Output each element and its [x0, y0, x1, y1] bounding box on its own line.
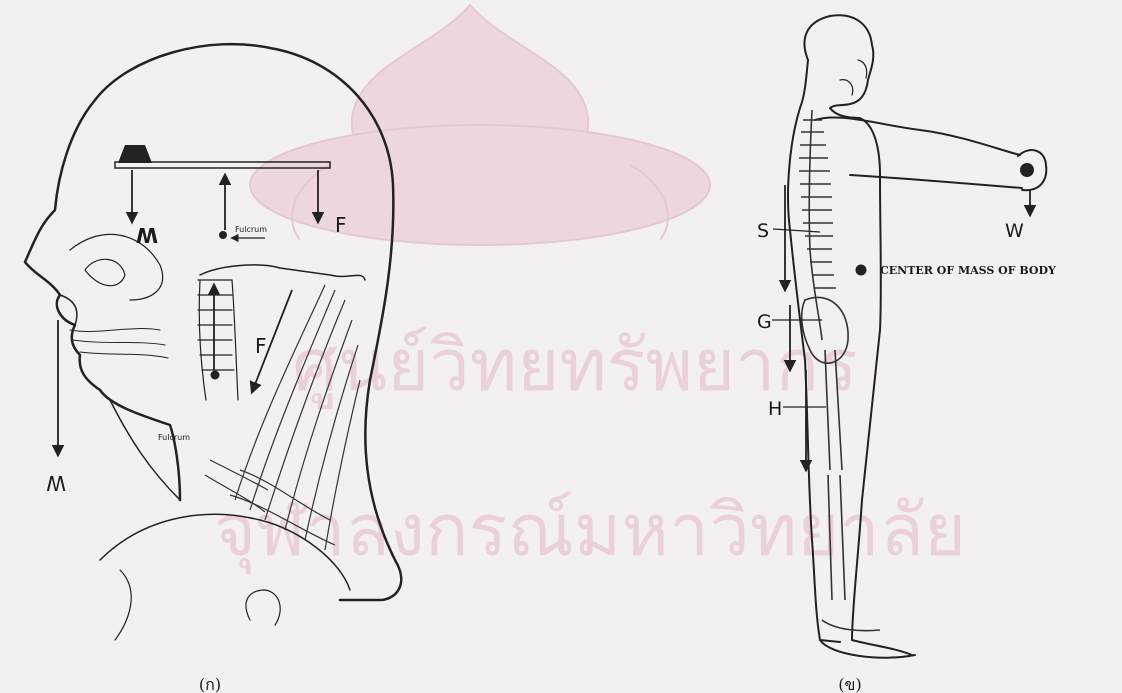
- lever-fulcrum-label: Fulcrum: [235, 225, 267, 234]
- body-head: [804, 15, 873, 108]
- watermark-emblem: [250, 5, 710, 245]
- lever-weight-label: W: [136, 223, 158, 247]
- neck-lever: W F Fulcrum: [46, 285, 292, 495]
- label-s: S: [757, 220, 769, 242]
- neck-fulcrum-point: [211, 371, 220, 380]
- neck-weight-label: W: [46, 471, 66, 495]
- center-of-mass-point: [856, 265, 867, 276]
- figure-a-caption: (ก): [199, 675, 221, 693]
- watermark-line-1: ศูนย์วิทยทรัพยากร: [292, 323, 858, 409]
- neck-force-label: F: [255, 334, 267, 358]
- figure-b-caption: (ข): [838, 675, 861, 693]
- lever-weight-block: [118, 145, 152, 163]
- label-weight: W: [1005, 220, 1024, 242]
- center-of-mass-label: CENTER OF MASS OF BODY: [880, 264, 1056, 277]
- label-h: H: [768, 398, 782, 420]
- lever-force-label: F: [335, 213, 347, 237]
- label-g: G: [757, 311, 772, 333]
- neck-fulcrum-label: Fulcrum: [158, 433, 190, 442]
- lever-fulcrum-point: [219, 231, 227, 239]
- watermark-line-2: จุฬาลงกรณ์มหาวิทยาลัย: [214, 488, 966, 574]
- weight-point: [1020, 163, 1034, 177]
- body-arm: [815, 117, 1022, 188]
- cervical-spine: [198, 280, 238, 400]
